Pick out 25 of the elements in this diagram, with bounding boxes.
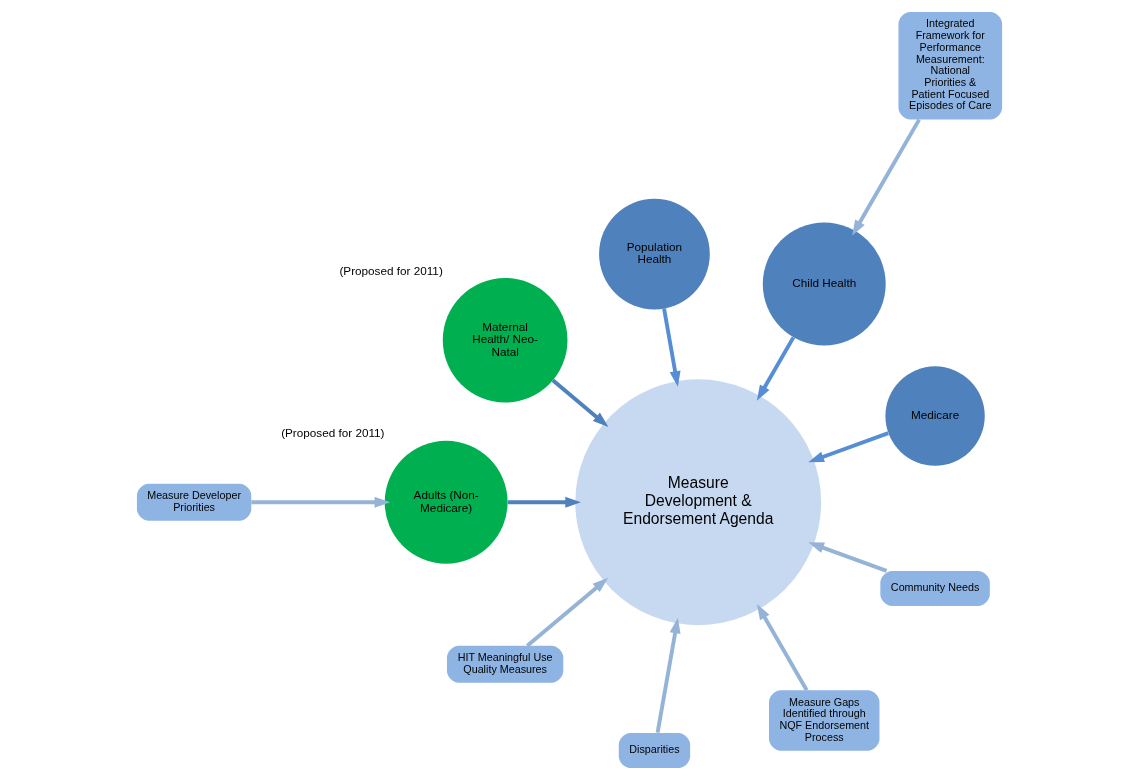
arrow — [808, 542, 888, 573]
arrow — [526, 577, 609, 648]
node-box: Measure Gaps Identified through NQF Endorsement Process — [769, 690, 880, 751]
arrow — [662, 308, 681, 387]
arrow — [251, 496, 391, 508]
node-circle: Maternal Health/ Neo-Natal — [442, 277, 568, 403]
node-circle: Population Health — [599, 198, 710, 310]
node-circle: Measure Development & Endorsement Agenda — [575, 379, 822, 626]
node-box: Measure Developer Priorities — [136, 483, 252, 521]
node-circle: Medicare — [885, 366, 985, 466]
arrow — [507, 496, 581, 508]
node-label: (Proposed for 2011) — [281, 426, 385, 440]
node-box: Integrated Framework for Performance Measurement: National Priorities & Patient Focused Episodes of Care — [898, 11, 1003, 120]
node-box: Disparities — [618, 732, 691, 769]
arrow — [852, 118, 921, 236]
arrow — [655, 617, 681, 733]
node-circle: Child Health — [762, 222, 886, 346]
node-box: Community Needs — [880, 570, 990, 607]
arrow — [551, 378, 609, 427]
arrow — [808, 431, 889, 463]
node-circle: Adults (Non-Medicare) — [384, 440, 508, 564]
node-box: HIT Meaningful Use Quality Measures — [446, 645, 564, 683]
arrow — [756, 603, 809, 692]
node-label: (Proposed for 2011) — [339, 263, 443, 277]
arrow — [756, 336, 796, 401]
